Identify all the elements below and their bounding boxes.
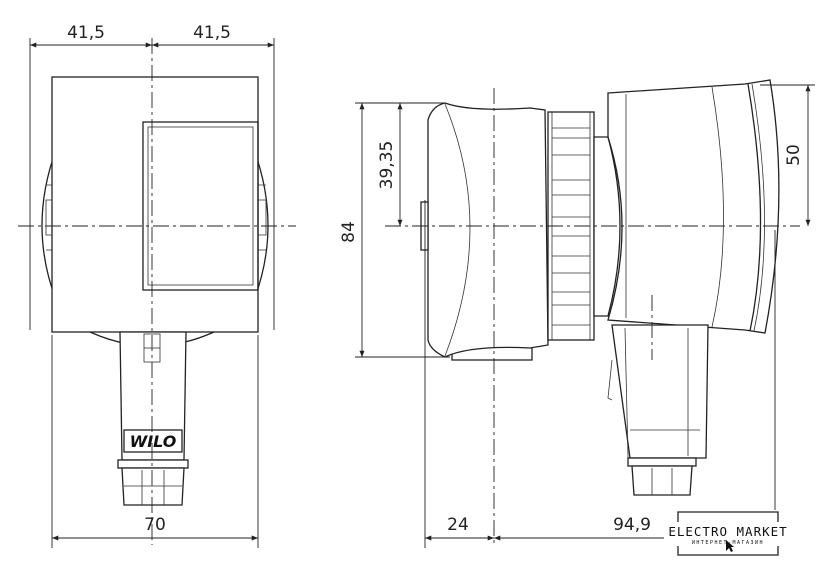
cursor-icon [726,540,734,552]
terminal-box [51,76,259,333]
side-connector [611,324,709,459]
dim-length: 94,9 [613,515,651,535]
dim-top-right: 41,5 [193,23,231,43]
dim-axis-offset: 24 [447,515,469,535]
motor-left-arc [41,149,57,301]
pump-housing [427,102,549,358]
brand-label-box [123,429,183,453]
dim-height: 84 [339,221,359,243]
electro-market-logo: ELECTRO MARKET ИНТЕРНЕТ-МАГАЗИН [664,510,794,556]
logo-title: ELECTRO MARKET [668,524,787,539]
motor-head [607,79,780,334]
dim-top-left: 41,5 [67,23,105,43]
side-view: 84 39,35 50 24 94,9 [339,79,815,548]
dim-head-height: 50 [784,144,804,166]
connector-nut [121,467,185,506]
control-panel [142,121,259,291]
motor-right-arc [253,149,269,301]
dim-half-height: 39,35 [377,141,397,190]
front-view: WILO 41,5 41,5 70 [18,23,296,548]
brand-label: WILO [130,432,177,451]
dim-bottom-width: 70 [144,515,166,535]
